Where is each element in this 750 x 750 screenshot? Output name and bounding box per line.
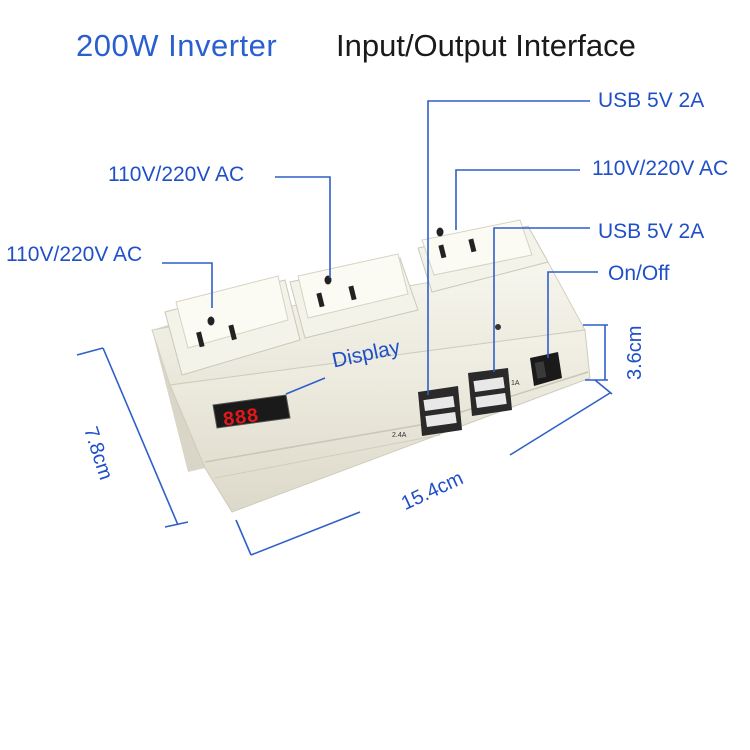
label-usb-mid: USB 5V 2A (598, 220, 705, 243)
callout-lines (162, 100, 598, 395)
label-on-off: On/Off (608, 262, 670, 285)
callout-ac-right (455, 169, 580, 230)
power-switch (530, 352, 562, 386)
callout-ac-left (162, 262, 213, 308)
callout-ac-middle (275, 176, 331, 278)
usb-port-pair-left (418, 386, 462, 436)
label-ac-left: 110V/220V AC (6, 243, 143, 266)
callout-on-off (547, 271, 598, 358)
indicator-led (495, 324, 501, 330)
title-main: 200W Inverter (76, 28, 278, 63)
callout-display (285, 377, 326, 395)
ac-outlet-right (417, 219, 549, 293)
ac-outlet-left (164, 275, 301, 376)
usb-left-rating-label: 2.4A (392, 432, 407, 439)
label-ac-middle: 110V/220V AC (108, 163, 245, 186)
callout-usb-top (427, 100, 590, 395)
label-usb-top: USB 5V 2A (598, 89, 705, 112)
dimension-height: 3.6cm (624, 325, 646, 380)
usb-port-pair-right (468, 368, 512, 416)
label-ac-right: 110V/220V AC (592, 157, 729, 180)
callout-usb-mid (493, 227, 590, 372)
display-readout: 888 (221, 405, 260, 433)
led-display (212, 394, 291, 429)
usb-right-rating-label: 1A (511, 380, 520, 387)
dimension-lines (76, 324, 613, 556)
title-sub: Input/Output Interface (336, 28, 636, 63)
